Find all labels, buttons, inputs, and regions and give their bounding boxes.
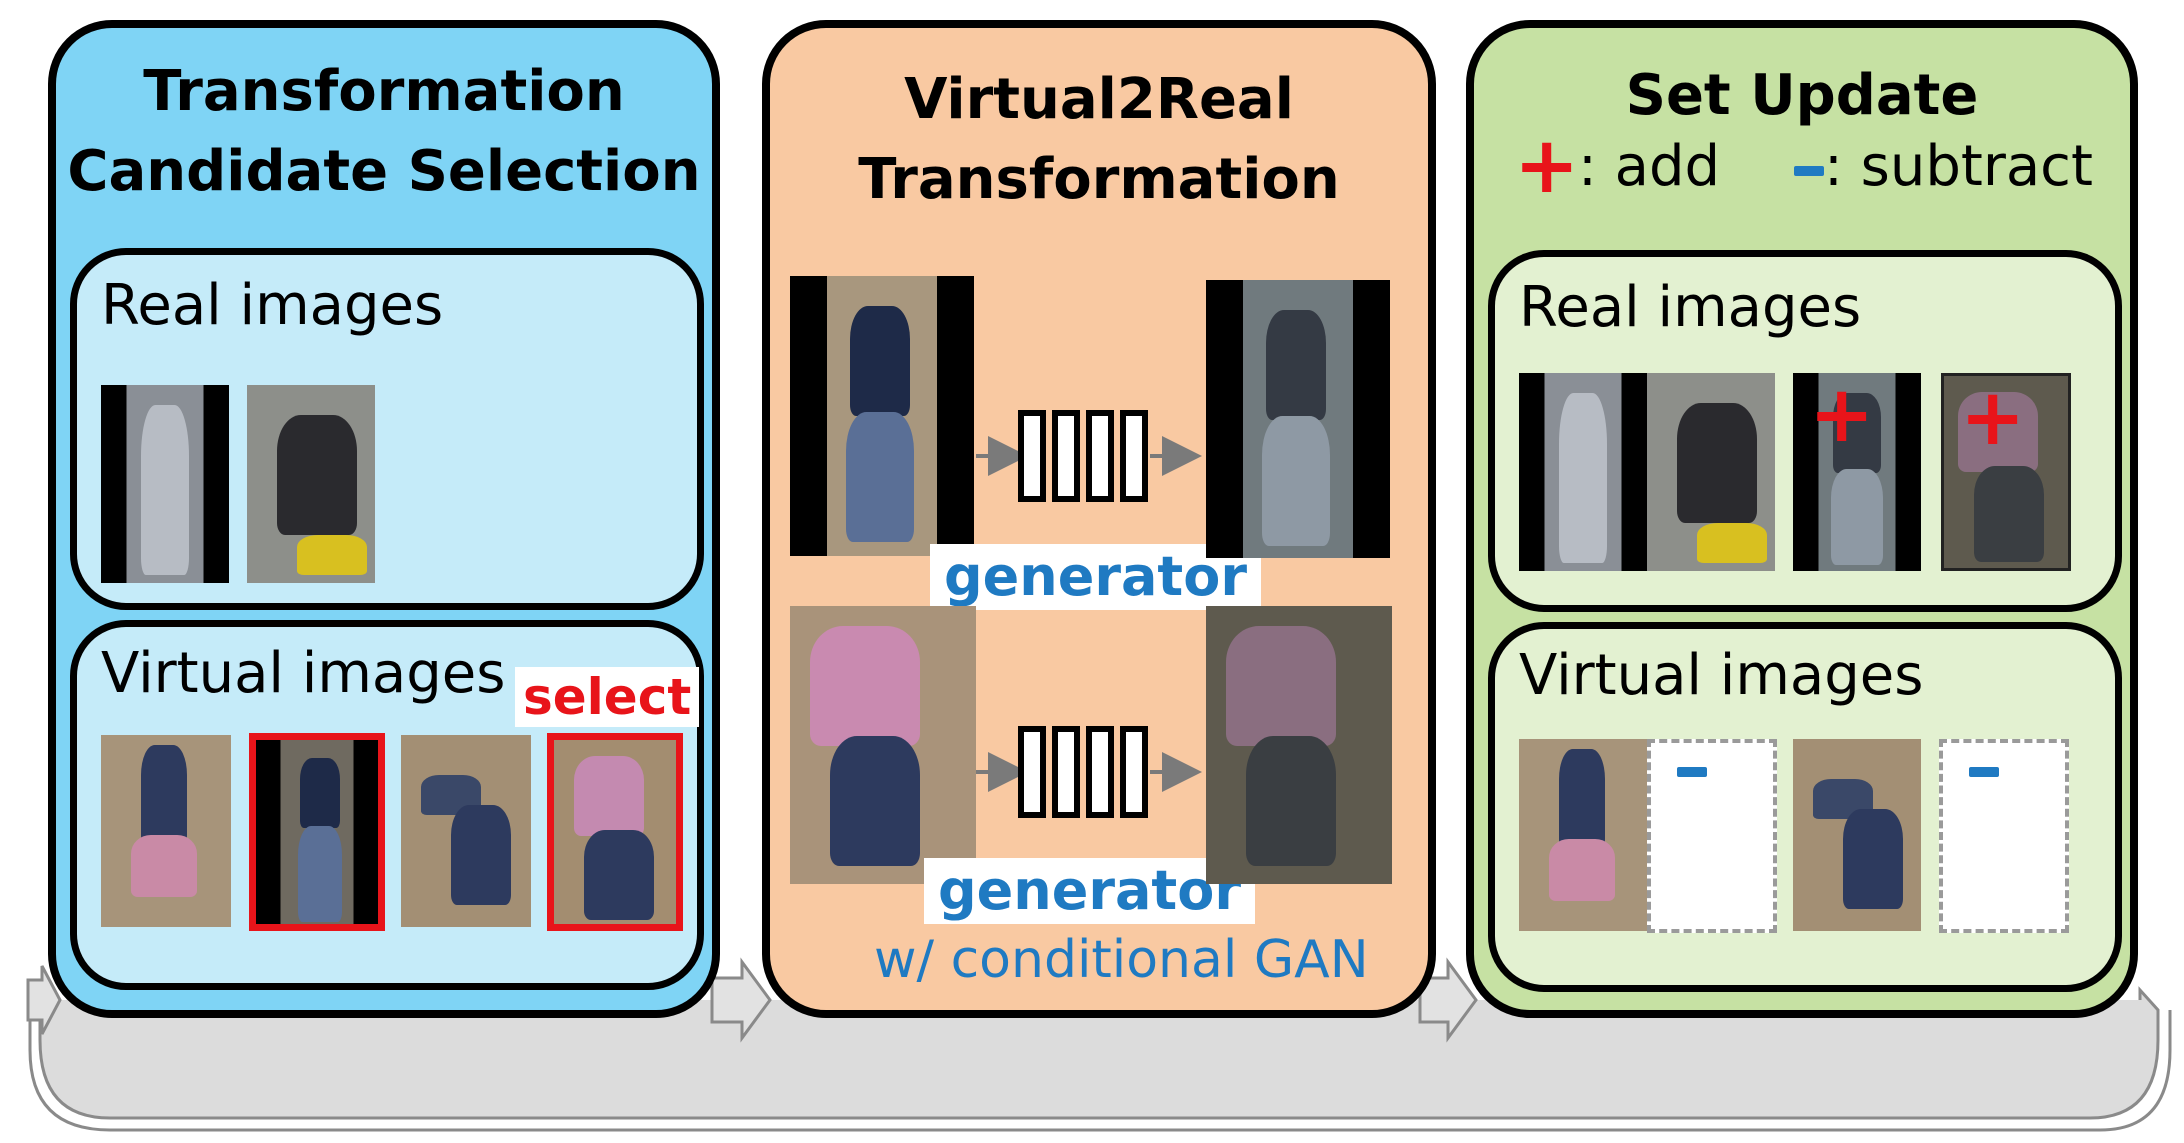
panel-title: Set Update <box>1625 63 1979 128</box>
virtual-image-2-selected <box>249 733 385 931</box>
real-image-1 <box>1519 373 1647 571</box>
panel-title-line1: Transformation <box>143 59 625 124</box>
minus-icon <box>1677 767 1707 777</box>
arrow-mid-to-right <box>1418 957 1478 1043</box>
virtual-input-image-2 <box>790 606 976 884</box>
real-images-box: Real images <box>70 248 704 610</box>
generator-label-2: generator <box>924 858 1255 924</box>
panel-title-line2: Candidate Selection <box>67 139 701 204</box>
real-images-label: Real images <box>1519 275 1862 340</box>
generator-1 <box>1018 410 1158 502</box>
real-image-2 <box>247 385 375 583</box>
minus-icon <box>1794 166 1824 176</box>
legend-subtract: : subtract <box>1794 132 2124 202</box>
plus-icon: + <box>1514 121 1580 211</box>
generator-2 <box>1018 726 1158 818</box>
virtual-image-4-selected <box>547 733 683 931</box>
real-image-3-added: + <box>1793 373 1921 571</box>
virtual-image-3 <box>401 735 531 927</box>
virtual-images-box: Virtual images select <box>70 620 704 990</box>
virtual-image-1 <box>1519 739 1647 931</box>
generator-label-1: generator <box>930 544 1261 610</box>
transformed-real-image-2 <box>1206 606 1392 884</box>
arrow-loop-start <box>26 965 62 1035</box>
select-label: select <box>515 667 700 727</box>
virtual-images-label: Virtual images <box>101 641 506 706</box>
virtual-images-label: Virtual images <box>1519 643 1924 708</box>
set-update-panel: Set Update + : add : subtract Real image… <box>1466 20 2138 1018</box>
transformed-real-image-1 <box>1206 280 1390 558</box>
transformation-candidate-selection-panel: Transformation Candidate Selection Real … <box>48 20 720 1018</box>
virtual2real-transformation-panel: Virtual2Real Transformation generator ge… <box>762 20 1436 1018</box>
panel-title-line1: Virtual2Real <box>904 67 1294 132</box>
plus-icon: + <box>1960 373 2026 463</box>
virtual-images-box: Virtual images <box>1488 622 2122 992</box>
virtual-image-3 <box>1793 739 1921 931</box>
conditional-gan-note: w/ conditional GAN <box>874 930 1369 990</box>
plus-icon: + <box>1809 373 1875 460</box>
panel-title-line2: Transformation <box>858 147 1340 212</box>
virtual-input-image-1 <box>790 276 974 556</box>
generator-arrows <box>976 436 1202 792</box>
real-images-box: Real images + + <box>1488 250 2122 612</box>
virtual-image-2-removed <box>1647 739 1777 933</box>
real-image-4-added: + <box>1941 373 2071 571</box>
real-images-label: Real images <box>101 273 444 338</box>
minus-icon <box>1969 767 1999 777</box>
virtual-image-1 <box>101 735 231 927</box>
real-image-2 <box>1647 373 1775 571</box>
legend-subtract-label: : subtract <box>1824 134 2093 199</box>
legend-add-label: : add <box>1578 134 1721 199</box>
real-image-1 <box>101 385 229 583</box>
virtual-image-4-removed <box>1939 739 2069 933</box>
arrow-left-to-mid <box>710 957 772 1043</box>
legend-add: + : add <box>1514 121 1754 211</box>
